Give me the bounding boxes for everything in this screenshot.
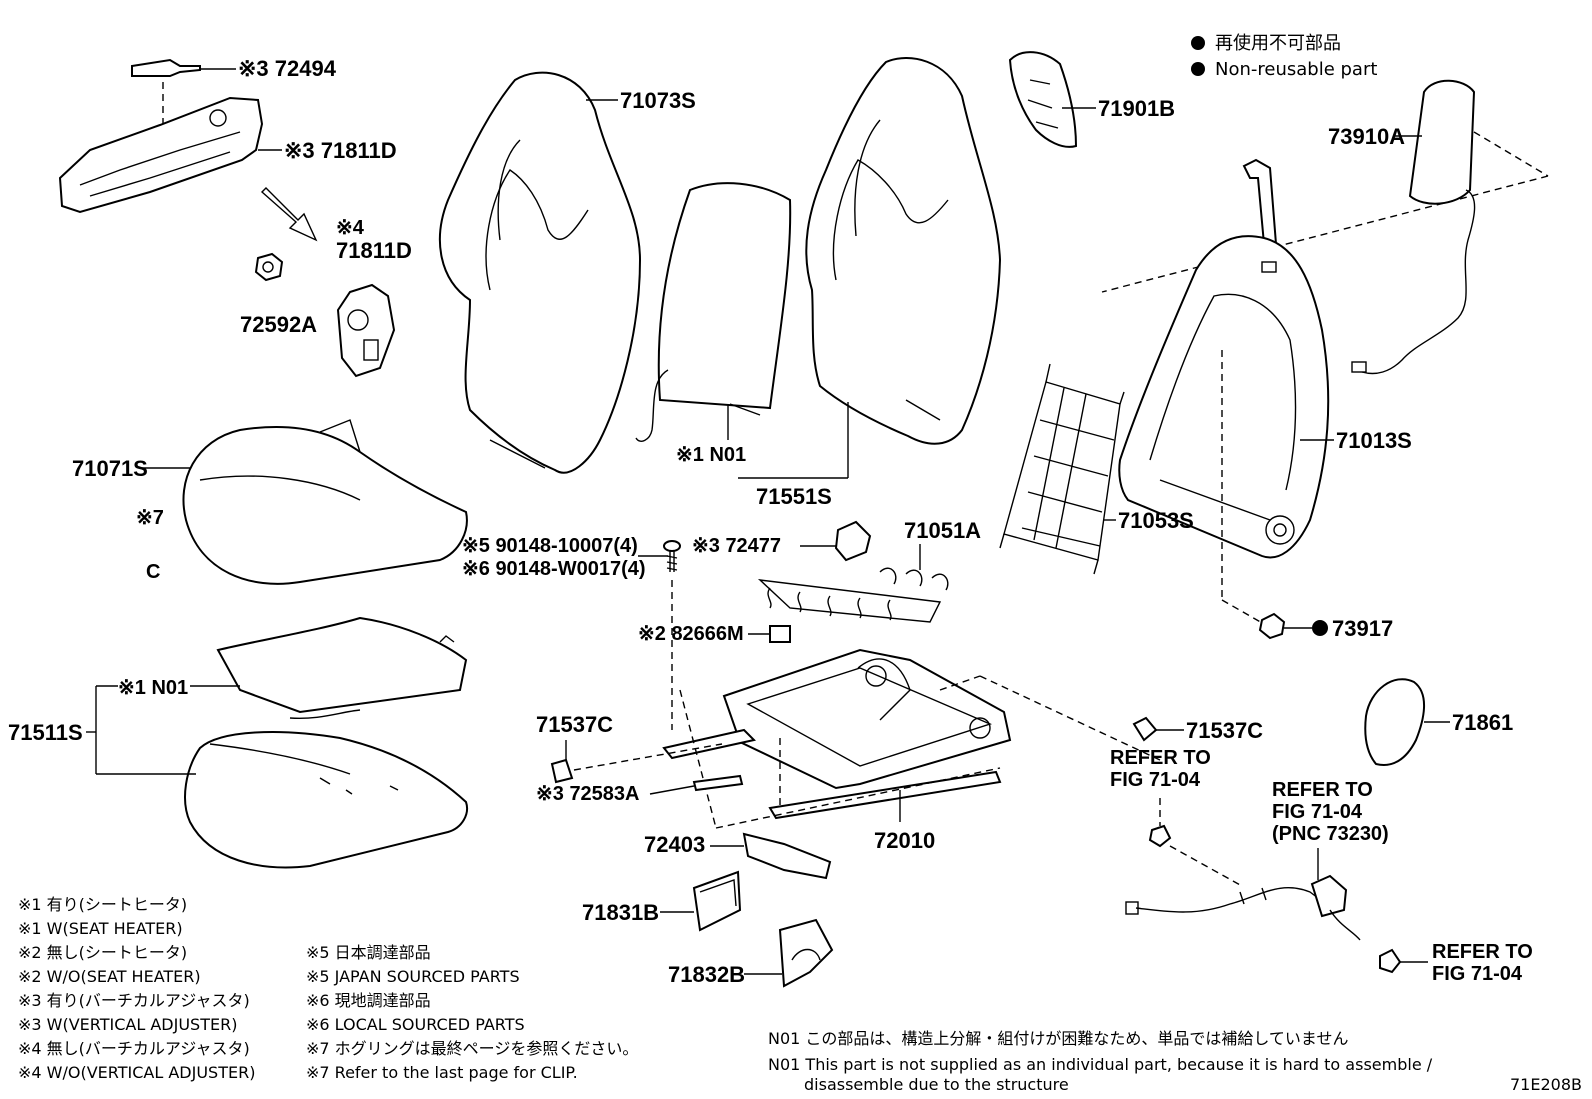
refer2-line3: (PNC 73230) xyxy=(1272,823,1389,845)
label-71013S: 71013S xyxy=(1336,428,1412,453)
part-clip[interactable]: ※7 C xyxy=(136,507,164,583)
label-73917: 73917 xyxy=(1332,616,1393,641)
label-73910A: 73910A xyxy=(1328,124,1405,149)
note-line: ※2 W/O(SEAT HEATER) xyxy=(18,967,201,986)
part-71832B[interactable]: 71832B xyxy=(668,918,834,988)
note-line: ※4 無し(バーチカルアジャスタ) xyxy=(18,1039,250,1058)
legend-jp: 再使用不可部品 xyxy=(1215,33,1341,54)
non-reusable-bullet-icon xyxy=(1312,620,1328,636)
label-71051A: 71051A xyxy=(904,518,981,543)
label-71811D-alt-mark: ※4 xyxy=(336,217,365,239)
label-71551S: 71551S xyxy=(756,484,832,509)
part-71901B[interactable]: 71901B xyxy=(1008,51,1175,148)
part-71861[interactable]: 71861 xyxy=(1364,678,1513,766)
part-N01-seatback-pad[interactable]: ※1 N01 xyxy=(635,182,792,466)
label-71073S: 71073S xyxy=(620,88,696,113)
part-72477[interactable]: ※3 72477 xyxy=(692,520,872,562)
part-seat-harness[interactable]: REFER TO FIG 71-04 (PNC 73230) xyxy=(1125,779,1389,941)
part-71831B[interactable]: 71831B xyxy=(582,870,742,932)
part-71811D-alt[interactable]: ※4 71811D xyxy=(336,217,412,378)
label-71537C-left: 71537C xyxy=(536,712,613,737)
non-reusable-bullet-icon xyxy=(1191,62,1205,76)
part-bolt-refer[interactable]: REFER TO FIG 71-04 xyxy=(1379,941,1533,985)
label-72494: ※3 72494 xyxy=(238,56,337,81)
part-72494[interactable]: ※3 72494 xyxy=(131,56,337,128)
label-72403: 72403 xyxy=(644,832,705,857)
label-71832B: 71832B xyxy=(668,962,745,987)
label-71831B: 71831B xyxy=(582,900,659,925)
notes-n01: N01 この部品は、構造上分解・組付けが困難なため、単品では補給していません N… xyxy=(768,1029,1433,1094)
note-line: ※2 無し(シートヒータ) xyxy=(18,943,187,962)
refer3-line2: FIG 71-04 xyxy=(1432,963,1523,985)
part-72010-seat-frame[interactable]: 72010 xyxy=(662,648,1161,853)
part-71073S-seatback-cover[interactable]: 71073S xyxy=(438,71,696,474)
refer2-line1: REFER TO xyxy=(1272,779,1373,801)
note-line: ※7 Refer to the last page for CLIP. xyxy=(306,1063,578,1082)
note-line: ※3 W(VERTICAL ADJUSTER) xyxy=(18,1015,237,1034)
label-clip: C xyxy=(146,561,160,583)
label-72592A: 72592A xyxy=(240,312,317,337)
label-82666M: ※2 82666M xyxy=(638,623,744,645)
part-71511S-cushion[interactable]: 71511S xyxy=(8,685,468,869)
legend: 再使用不可部品 Non-reusable part xyxy=(1191,33,1377,80)
note-line: ※5 日本調達部品 xyxy=(306,943,431,962)
label-72010: 72010 xyxy=(874,828,935,853)
part-71537C-left[interactable]: 71537C xyxy=(536,712,723,784)
notes-right: ※5 日本調達部品 ※5 JAPAN SOURCED PARTS ※6 現地調達部品… xyxy=(306,943,638,1082)
note-line: ※5 JAPAN SOURCED PARTS xyxy=(306,967,520,986)
refer1-line1: REFER TO xyxy=(1110,747,1211,769)
part-90148-bolt[interactable]: ※5 90148-10007(4) ※6 90148-W0017(4) xyxy=(462,535,681,730)
note-line: ※1 有り(シートヒータ) xyxy=(18,895,187,914)
legend-en: Non-reusable part xyxy=(1215,59,1377,80)
label-71811D-alt: 71811D xyxy=(336,238,412,263)
label-90148-b: ※6 90148-W0017(4) xyxy=(462,558,646,580)
part-71053S-spring-mat[interactable]: 71053S xyxy=(999,363,1194,575)
refer3-line1: REFER TO xyxy=(1432,941,1533,963)
label-71511S: 71511S xyxy=(8,720,83,745)
note-line: ※3 有り(バーチカルアジャスタ) xyxy=(18,991,250,1010)
note-line: ※6 現地調達部品 xyxy=(306,991,431,1010)
label-mark7: ※7 xyxy=(136,507,164,529)
figure-id: 71E208B xyxy=(1510,1075,1582,1094)
part-71811D-side-cover[interactable]: ※3 71811D xyxy=(58,96,397,214)
label-71861: 71861 xyxy=(1452,710,1513,735)
refer1-line2: FIG 71-04 xyxy=(1110,769,1201,791)
note-line: ※6 LOCAL SOURCED PARTS xyxy=(306,1015,525,1034)
label-71901B: 71901B xyxy=(1098,96,1175,121)
part-71051A-springs[interactable]: 71051A xyxy=(757,518,981,623)
note-n01-en2: disassemble due to the structure xyxy=(804,1075,1069,1094)
part-72403[interactable]: 72403 xyxy=(644,832,832,880)
part-72583A[interactable]: ※3 72583A xyxy=(536,774,744,805)
label-90148-a: ※5 90148-10007(4) xyxy=(462,535,638,557)
part-71551S-seatback[interactable]: 71551S xyxy=(738,57,1002,509)
label-72477: ※3 72477 xyxy=(692,535,781,557)
part-N01-cushion-pad[interactable]: ※1 N01 xyxy=(118,616,468,720)
label-71071S: 71071S xyxy=(72,456,148,481)
part-73910A-airbag[interactable]: 73910A xyxy=(1101,79,1549,375)
note-line: ※1 W(SEAT HEATER) xyxy=(18,919,183,938)
part-82666M[interactable]: ※2 82666M xyxy=(638,623,791,645)
note-line: ※4 W/O(VERTICAL ADJUSTER) xyxy=(18,1063,255,1082)
direction-arrow-icon xyxy=(260,187,318,242)
notes-left: ※1 有り(シートヒータ) ※1 W(SEAT HEATER) ※2 無し(シートヒ… xyxy=(18,895,255,1082)
note-line: ※7 ホグリングは最終ページを参照ください。 xyxy=(306,1039,638,1058)
part-71537C-right[interactable]: 71537C REFER TO FIG 71-04 xyxy=(1110,716,1263,848)
label-N01-bottom: ※1 N01 xyxy=(118,677,188,699)
note-n01-jp: N01 この部品は、構造上分解・組付けが困難なため、単品では補給していません xyxy=(768,1029,1348,1048)
refer2-line2: FIG 71-04 xyxy=(1272,801,1363,823)
non-reusable-bullet-icon xyxy=(1191,36,1205,50)
label-72583A: ※3 72583A xyxy=(536,783,640,805)
label-71053S: 71053S xyxy=(1118,508,1194,533)
note-n01-en1: N01 This part is not supplied as an indi… xyxy=(768,1055,1433,1074)
label-71811D: ※3 71811D xyxy=(284,138,397,163)
label-N01-top: ※1 N01 xyxy=(676,444,746,466)
part-71013S-frame[interactable]: 71013S xyxy=(1118,158,1412,625)
part-73917[interactable]: 73917 xyxy=(1258,612,1393,641)
label-71537C-right: 71537C xyxy=(1186,718,1263,743)
part-72592A[interactable]: 72592A xyxy=(240,252,317,337)
part-71071S-cushion-cover[interactable]: 71071S xyxy=(72,419,468,585)
